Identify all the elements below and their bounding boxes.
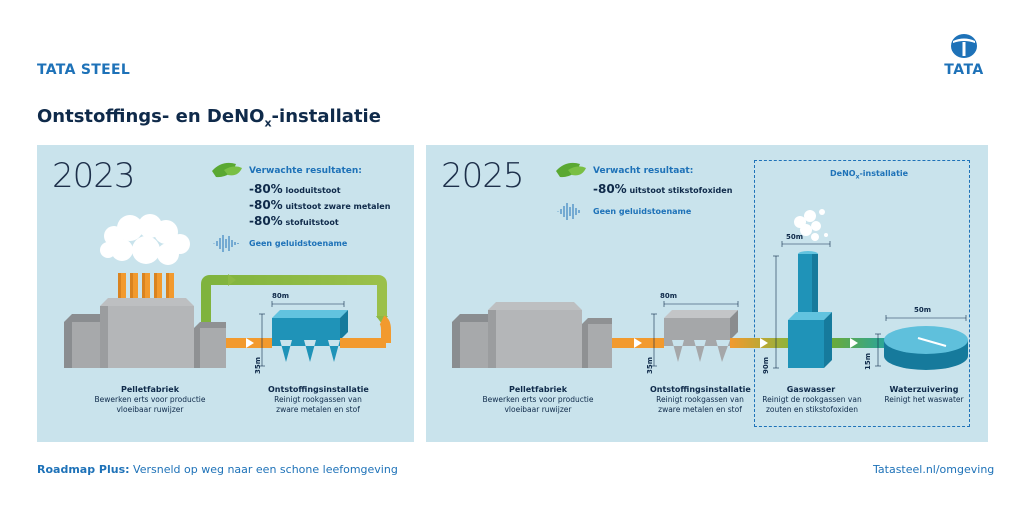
leaf-icon bbox=[212, 162, 242, 178]
pellet-desc-2025: Bewerken erts voor productie vloeibaar r… bbox=[482, 395, 594, 414]
denox-installation-boundary bbox=[754, 160, 970, 427]
panel-2023 bbox=[37, 145, 414, 442]
dim-water: 50m bbox=[914, 306, 932, 314]
noise-note-2023: Geen geluidstoename bbox=[249, 239, 348, 248]
dim-length-2025: 80m bbox=[660, 292, 678, 300]
page-title: Ontstoffings- en DeNOx-installatie bbox=[37, 106, 381, 130]
denox-label: DeNOx-installatie bbox=[830, 169, 909, 181]
dim-height-2025: 35m bbox=[646, 356, 654, 374]
dedust-desc-2023: Reinigt rookgassen van zware metalen en … bbox=[274, 395, 362, 414]
result-line-2025-1: -80% uitstoot stikstofoxiden bbox=[593, 182, 733, 196]
dim-length-2023: 80m bbox=[272, 292, 290, 300]
water-title: Waterzuivering bbox=[889, 385, 959, 394]
noise-note-2025: Geen geluidstoename bbox=[593, 207, 692, 216]
tata-logo-text: TATA bbox=[944, 62, 984, 78]
year-2025: 2025 bbox=[441, 156, 525, 196]
results-title-2025: Verwacht resultaat: bbox=[593, 166, 694, 176]
pellet-factory-2025 bbox=[452, 302, 612, 368]
water-desc: Reinigt het waswater bbox=[884, 395, 964, 404]
sound-wave-icon-2025 bbox=[557, 203, 580, 220]
dedust-title-2023: Ontstoffingsinstallatie bbox=[268, 385, 369, 394]
dedust-desc-2025: Reinigt rookgassen van zware metalen en … bbox=[656, 395, 744, 414]
return-duct-2023 bbox=[201, 275, 387, 322]
result-line-2023-3: -80% stofuitstoot bbox=[249, 214, 339, 228]
dedusting-facility-2023 bbox=[272, 310, 348, 362]
panel-2025 bbox=[426, 145, 988, 442]
dim-scrubber-height: 90m bbox=[762, 356, 770, 374]
pellet-title-2023: Pelletfabriek bbox=[120, 385, 180, 394]
sound-wave-icon bbox=[213, 235, 239, 252]
results-title-2023: Verwachte resultaten: bbox=[249, 166, 362, 176]
pellet-factory-2023 bbox=[64, 298, 226, 368]
pellet-desc-2023: Bewerken erts voor productie vloeibaar r… bbox=[94, 395, 206, 414]
tata-steel-logo-text: TATA STEEL bbox=[37, 62, 131, 78]
scrubber-desc: Reinigt de rookgassen van zouten en stik… bbox=[762, 395, 862, 414]
pellet-title-2025: Pelletfabriek bbox=[508, 385, 568, 394]
result-line-2023-2: -80% uitstoot zware metalen bbox=[249, 198, 391, 212]
tata-emblem-icon bbox=[951, 34, 977, 58]
dedusting-facility-2025 bbox=[664, 310, 738, 362]
gas-scrubber bbox=[788, 209, 832, 368]
leaf-icon-2025 bbox=[556, 162, 586, 178]
dedust-title-2025: Ontstoffingsinstallatie bbox=[650, 385, 751, 394]
scrubber-title: Gaswasser bbox=[786, 385, 836, 394]
dim-scrubber-top: 50m bbox=[786, 233, 804, 241]
dim-height-2023: 35m bbox=[254, 356, 262, 374]
website-link[interactable]: Tatasteel.nl/omgeving bbox=[873, 463, 995, 476]
year-2023: 2023 bbox=[52, 156, 136, 196]
tata-logo: TATA bbox=[938, 32, 990, 80]
chimneys bbox=[118, 273, 174, 310]
result-line-2023-1: -80% looduitstoot bbox=[249, 182, 341, 196]
roadmap-tagline: Roadmap Plus: Versneld op weg naar een s… bbox=[37, 463, 398, 476]
dim-link: 15m bbox=[864, 352, 872, 370]
water-treatment bbox=[884, 326, 968, 370]
smoke-cloud-icon bbox=[100, 214, 190, 265]
